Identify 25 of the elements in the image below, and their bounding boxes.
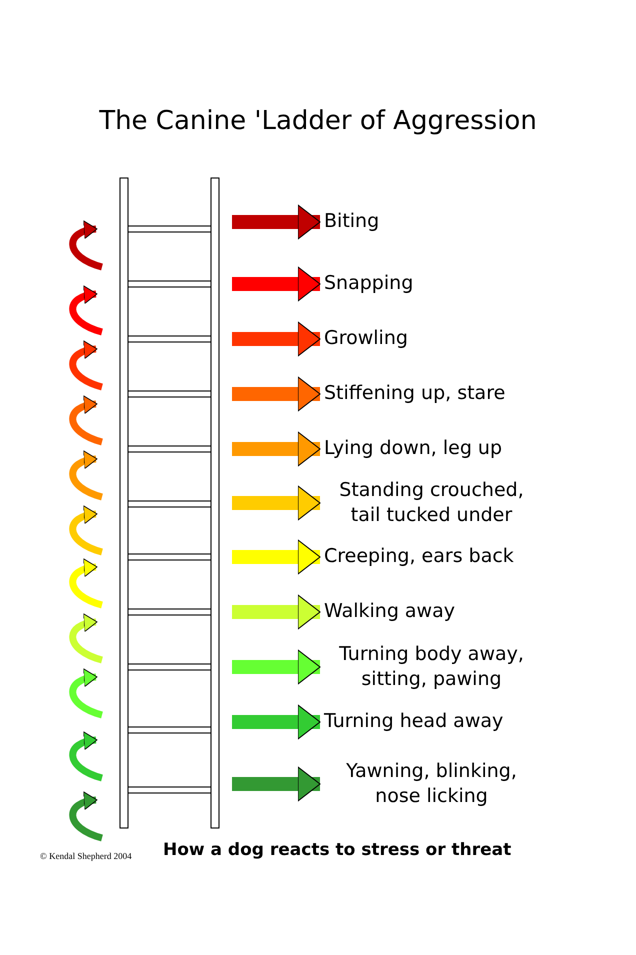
arrow (232, 432, 320, 466)
behaviour-label: Biting (324, 209, 380, 234)
arrow (232, 486, 320, 520)
arrow (232, 204, 320, 240)
arrow (232, 540, 320, 574)
behaviour-label: Standing crouched, tail tucked under (324, 478, 539, 528)
arrow (232, 704, 320, 740)
behaviour-label: Lying down, leg up (324, 436, 502, 461)
arrow (232, 376, 320, 412)
copyright-note: © Kendal Shepherd 2004 (40, 851, 132, 861)
behaviour-label: Growling (324, 326, 408, 351)
behaviour-label: Walking away (324, 599, 455, 624)
arrow (232, 266, 320, 302)
behaviour-label: Yawning, blinking, nose licking (324, 759, 539, 809)
behaviour-label: Creeping, ears back (324, 544, 514, 569)
arrow (232, 594, 320, 630)
title: The Canine 'Ladder of Aggression (98, 106, 538, 136)
arrow (232, 766, 320, 802)
behaviour-label: Stiffening up, stare (324, 381, 506, 406)
behaviour-label: Turning head away (324, 709, 504, 734)
behaviour-label: Turning body away, sitting, pawing (324, 642, 539, 692)
behaviour-label: Snapping (324, 271, 414, 296)
caption: How a dog reacts to stress or threat (163, 840, 512, 860)
arrow (232, 322, 320, 356)
arrow (232, 650, 320, 684)
